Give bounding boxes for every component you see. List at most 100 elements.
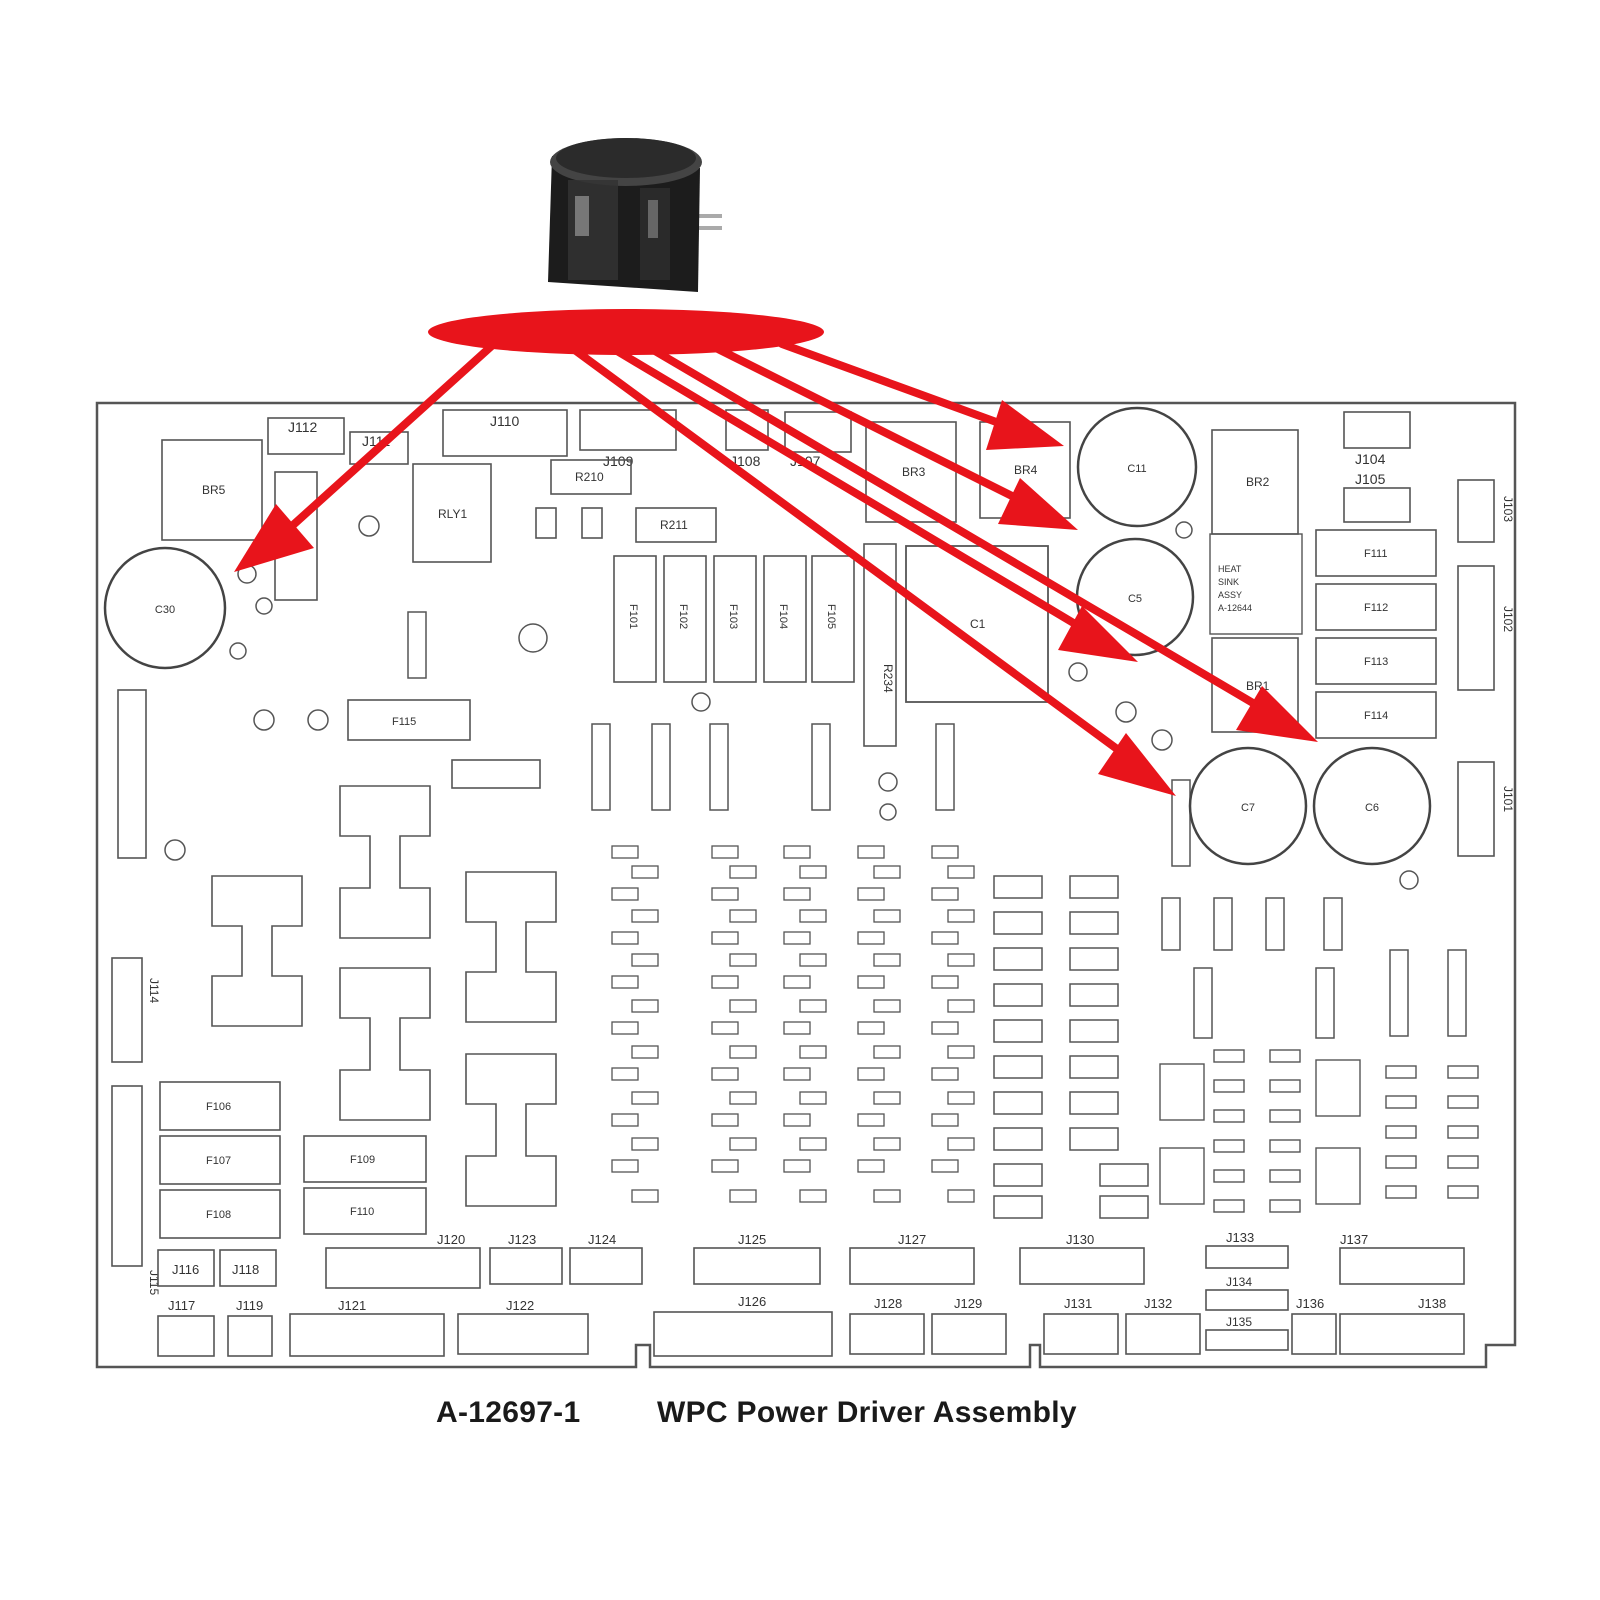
left-fuse-labels: F106 F107 F108 F109 F110 F115 bbox=[206, 716, 416, 1221]
svg-text:J129: J129 bbox=[954, 1296, 982, 1311]
big-capacitor-labels: C30 C11 C5 C7 C6 bbox=[155, 463, 1379, 814]
left-fuses bbox=[159, 1081, 427, 1239]
svg-text:RLY1: RLY1 bbox=[438, 507, 467, 521]
svg-text:BR2: BR2 bbox=[1246, 475, 1270, 489]
svg-text:F101: F101 bbox=[627, 604, 639, 629]
connector-label: J105 bbox=[1355, 471, 1386, 487]
top-connectors bbox=[267, 409, 1411, 523]
svg-text:J122: J122 bbox=[506, 1298, 534, 1313]
svg-text:F109: F109 bbox=[350, 1154, 375, 1166]
bottom-connector-labels-row1: J116 J118 J120 J123 J124 J125 J127 J130 … bbox=[172, 1230, 1368, 1277]
connector-label: J135 bbox=[1226, 1315, 1252, 1329]
c1-component bbox=[905, 545, 1049, 703]
svg-text:J136: J136 bbox=[1296, 1296, 1324, 1311]
connector-label: J104 bbox=[1355, 451, 1386, 467]
svg-text:F108: F108 bbox=[206, 1209, 231, 1221]
connector-label: J110 bbox=[490, 413, 520, 429]
highlight-oval bbox=[428, 309, 824, 355]
svg-text:J124: J124 bbox=[588, 1232, 616, 1247]
power-fuse-labels: F101 F102 F103 F104 F105 bbox=[627, 604, 837, 629]
right-connectors bbox=[1457, 479, 1495, 857]
svg-text:F102: F102 bbox=[677, 604, 689, 629]
highlight-arrows bbox=[234, 338, 1318, 796]
svg-text:J123: J123 bbox=[508, 1232, 536, 1247]
right-fuse-labels: F111 F112 F113 F114 bbox=[1364, 548, 1388, 722]
driver-component-columns bbox=[611, 845, 975, 1203]
svg-text:BR5: BR5 bbox=[202, 483, 226, 497]
left-connectors bbox=[111, 957, 143, 1267]
svg-text:J120: J120 bbox=[437, 1232, 465, 1247]
svg-text:F107: F107 bbox=[206, 1155, 231, 1167]
heat-sink-block: HEAT SINK ASSY A-12644 bbox=[1209, 533, 1303, 635]
connector-label: J109 bbox=[603, 453, 634, 469]
svg-text:F105: F105 bbox=[825, 604, 837, 629]
connector-label: J112 bbox=[288, 419, 318, 435]
assembly-title: WPC Power Driver Assembly bbox=[657, 1396, 1077, 1429]
svg-text:J101: J101 bbox=[1501, 786, 1515, 812]
svg-text:J118: J118 bbox=[232, 1262, 259, 1277]
big-capacitors bbox=[103, 406, 1432, 866]
svg-text:A-12644: A-12644 bbox=[1218, 603, 1252, 613]
svg-text:C5: C5 bbox=[1128, 593, 1142, 605]
svg-text:F112: F112 bbox=[1364, 602, 1388, 614]
lower-right-components bbox=[1159, 1049, 1479, 1213]
svg-text:C6: C6 bbox=[1365, 802, 1379, 814]
svg-text:F113: F113 bbox=[1364, 656, 1388, 668]
svg-text:BR3: BR3 bbox=[902, 465, 926, 479]
svg-text:R211: R211 bbox=[660, 518, 688, 532]
bottom-connectors-row1 bbox=[157, 1245, 1465, 1289]
c1-label: C1 bbox=[970, 617, 986, 631]
svg-text:F110: F110 bbox=[350, 1206, 374, 1218]
svg-text:F104: F104 bbox=[777, 604, 789, 629]
connector-label: J134 bbox=[1226, 1275, 1252, 1289]
svg-text:J128: J128 bbox=[874, 1296, 902, 1311]
svg-text:J125: J125 bbox=[738, 1232, 766, 1247]
svg-text:HEAT: HEAT bbox=[1218, 564, 1242, 574]
svg-text:J103: J103 bbox=[1501, 496, 1515, 522]
svg-text:F106: F106 bbox=[206, 1101, 231, 1113]
connector-label: J115 bbox=[147, 1270, 161, 1295]
svg-text:C11: C11 bbox=[1127, 463, 1146, 475]
svg-text:C30: C30 bbox=[155, 604, 175, 616]
bottom-connector-labels-row2: J117 J119 J121 J122 J126 J128 J129 J131 … bbox=[168, 1294, 1446, 1313]
svg-text:SINK: SINK bbox=[1218, 577, 1239, 587]
svg-text:BR4: BR4 bbox=[1014, 463, 1038, 477]
svg-text:J102: J102 bbox=[1501, 606, 1515, 632]
svg-text:J117: J117 bbox=[168, 1298, 195, 1313]
svg-text:J131: J131 bbox=[1064, 1296, 1092, 1311]
svg-text:J127: J127 bbox=[898, 1232, 926, 1247]
svg-text:J133: J133 bbox=[1226, 1230, 1254, 1245]
svg-text:J137: J137 bbox=[1340, 1232, 1368, 1247]
relay-and-resistors bbox=[117, 459, 897, 859]
svg-text:R210: R210 bbox=[575, 470, 604, 484]
svg-text:J119: J119 bbox=[236, 1298, 263, 1313]
board-outline bbox=[95, 401, 1517, 1369]
top-connector-labels: J112 J111 J110 J109 J108 J107 J104 J105 bbox=[288, 413, 1386, 487]
svg-text:F103: F103 bbox=[727, 604, 739, 629]
right-connector-labels: J103 J102 J101 bbox=[1501, 496, 1515, 812]
svg-text:ASSY: ASSY bbox=[1218, 590, 1242, 600]
svg-text:F114: F114 bbox=[1364, 710, 1388, 722]
svg-text:R234: R234 bbox=[881, 664, 895, 693]
svg-text:J130: J130 bbox=[1066, 1232, 1094, 1247]
svg-text:J138: J138 bbox=[1418, 1296, 1446, 1311]
small-connectors bbox=[1205, 1289, 1289, 1351]
bottom-connectors-row2 bbox=[157, 1311, 1465, 1357]
svg-text:J126: J126 bbox=[738, 1294, 766, 1309]
right-fuses bbox=[1315, 529, 1437, 739]
svg-text:J116: J116 bbox=[172, 1262, 199, 1277]
small-circles bbox=[164, 515, 1419, 890]
svg-text:J132: J132 bbox=[1144, 1296, 1172, 1311]
svg-text:J121: J121 bbox=[338, 1298, 366, 1313]
relay-resistor-labels: RLY1 R210 R211 R234 bbox=[438, 470, 895, 693]
svg-text:F111: F111 bbox=[1364, 548, 1387, 560]
capacitor-photo bbox=[548, 138, 722, 292]
svg-text:C7: C7 bbox=[1241, 802, 1255, 814]
svg-text:F115: F115 bbox=[392, 716, 416, 728]
part-number: A-12697-1 bbox=[436, 1396, 581, 1429]
driver-transistor-columns bbox=[993, 875, 1149, 1219]
ic-chips bbox=[407, 611, 1467, 1039]
power-fuses bbox=[613, 555, 855, 683]
connector-label: J114 bbox=[147, 978, 161, 1003]
